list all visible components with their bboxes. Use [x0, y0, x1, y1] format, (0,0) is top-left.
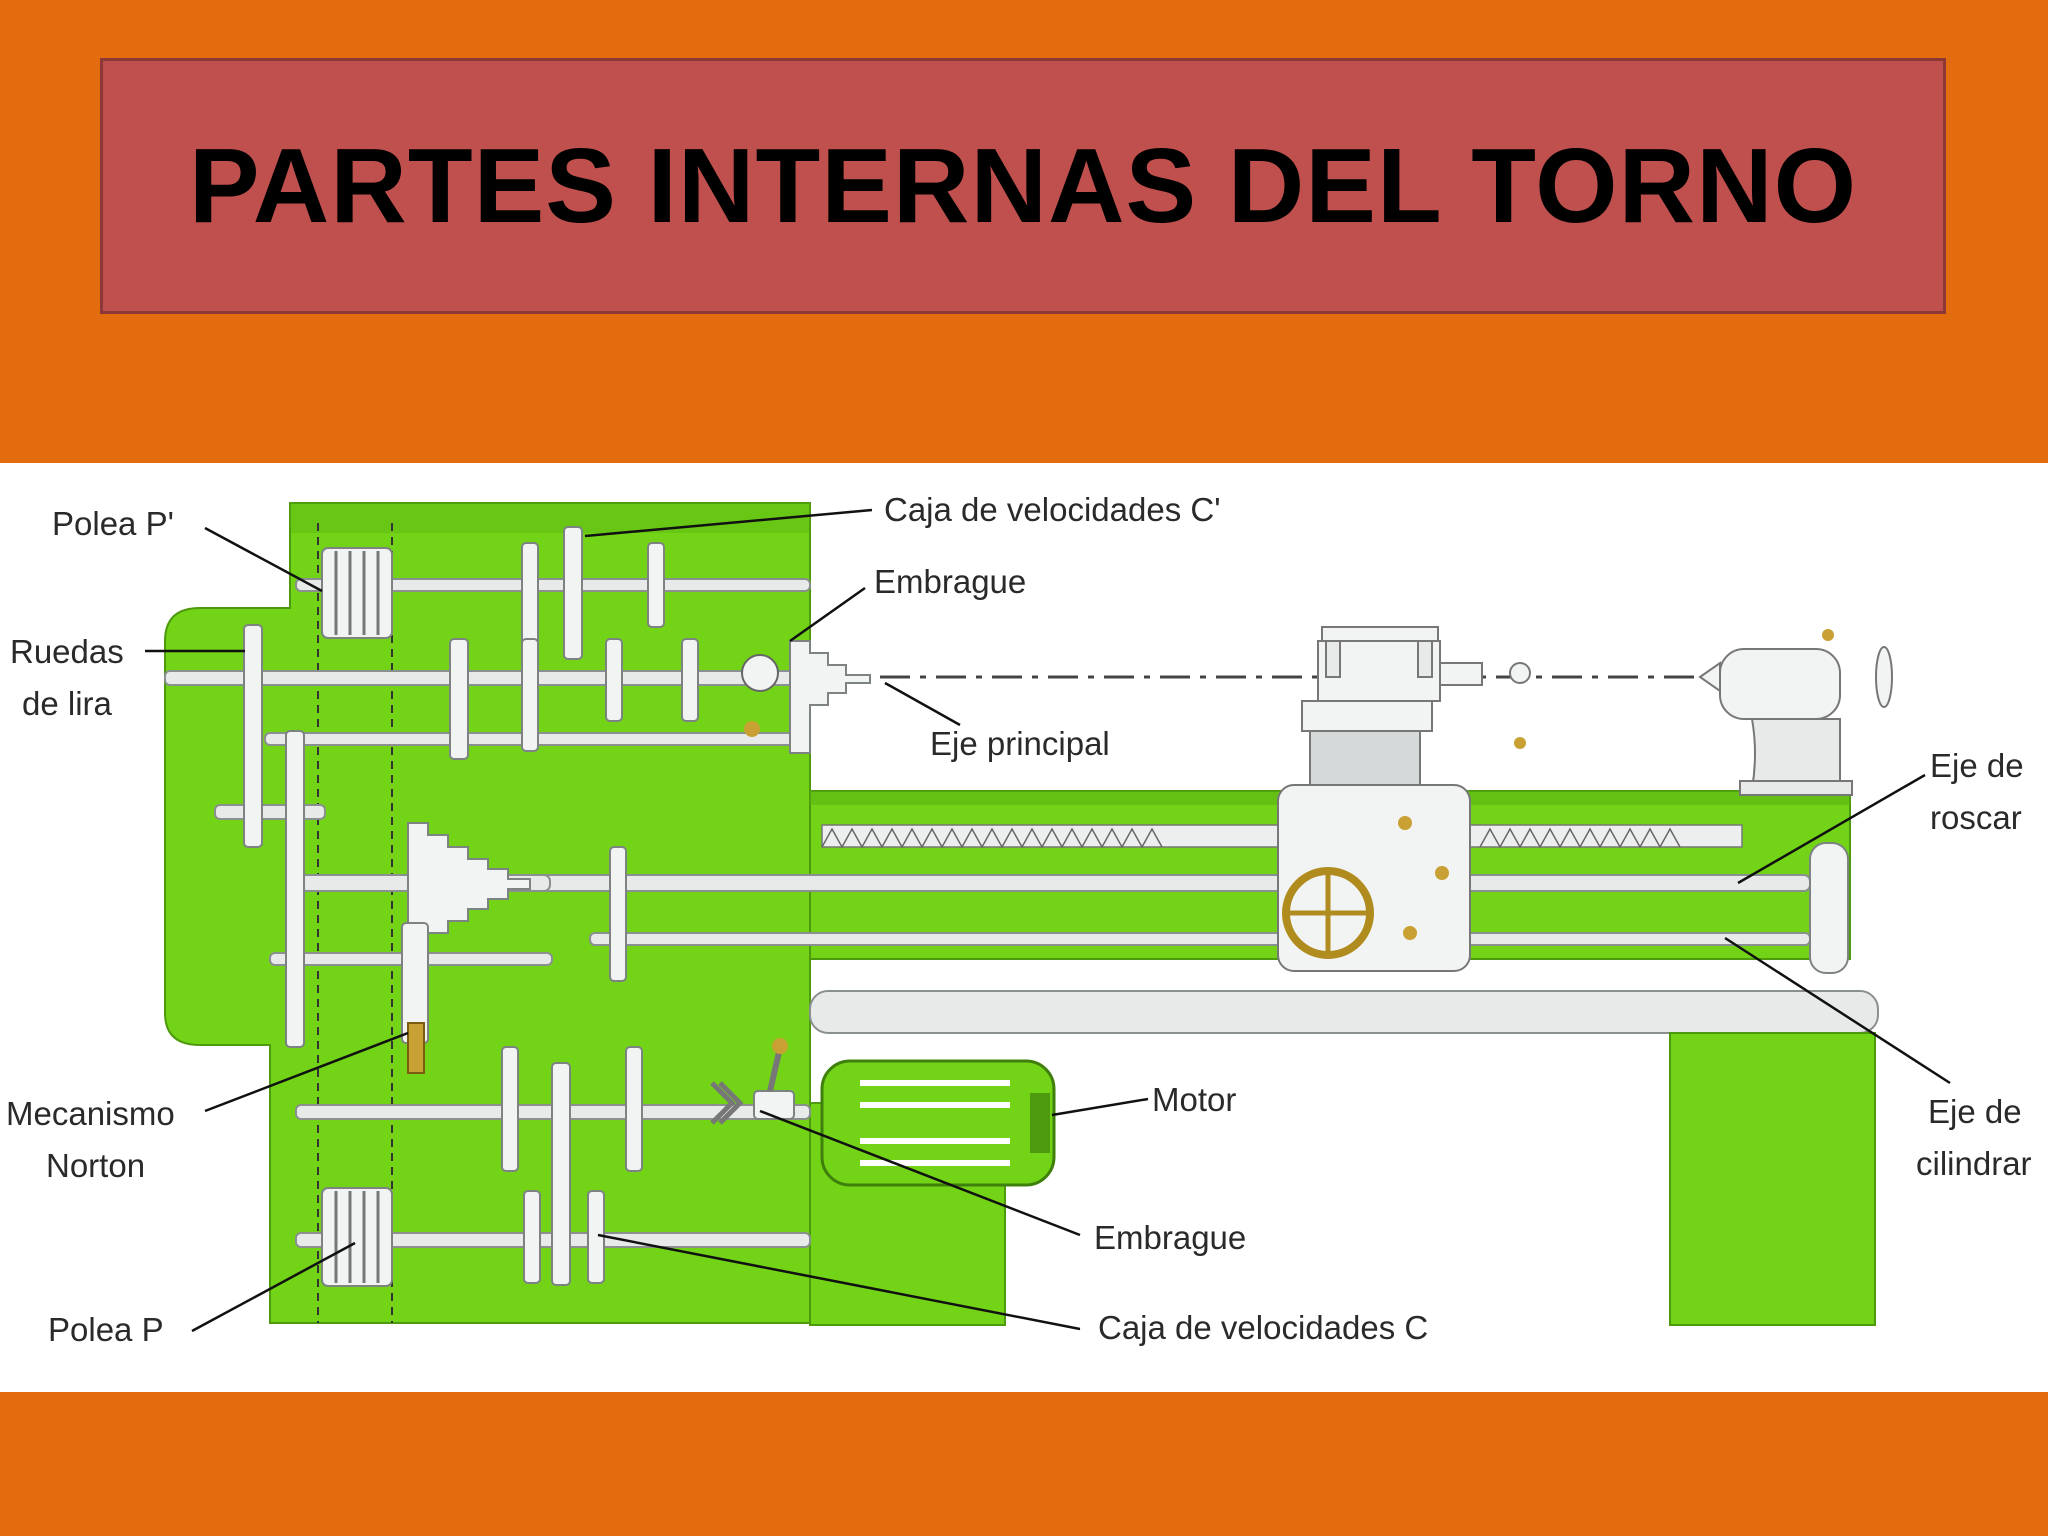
lathe-diagram-panel: Polea P' Ruedas de lira Caja de velocida…	[0, 463, 2048, 1392]
motor-unit	[820, 1059, 1056, 1187]
label-embrague-bottom: Embrague	[1094, 1219, 1246, 1256]
label-caja-velocidades-c-prime: Caja de velocidades C'	[884, 491, 1221, 528]
label-motor: Motor	[1152, 1081, 1236, 1118]
label-eje-principal: Eje principal	[930, 725, 1110, 762]
spindle-chuck	[741, 640, 871, 754]
headstock-gears	[243, 526, 699, 1286]
label-eje-de-roscar-line1: Eje de	[1930, 747, 2024, 784]
label-polea-p-prime: Polea P'	[52, 505, 174, 542]
part-labels: Polea P' Ruedas de lira Caja de velocida…	[6, 491, 2032, 1348]
slide-title: PARTES INTERNAS DEL TORNO	[188, 126, 1858, 245]
label-ruedas-de-lira-line1: Ruedas	[10, 633, 124, 670]
title-banner: PARTES INTERNAS DEL TORNO	[100, 58, 1946, 314]
label-mecanismo-norton-line2: Norton	[46, 1147, 145, 1184]
label-ruedas-de-lira-line2: de lira	[22, 685, 113, 722]
label-mecanismo-norton-line1: Mecanismo	[6, 1095, 175, 1132]
label-polea-p: Polea P	[48, 1311, 164, 1348]
lathe-diagram: Polea P' Ruedas de lira Caja de velocida…	[6, 491, 2032, 1348]
leader-lines	[145, 508, 1951, 1333]
label-embrague-top: Embrague	[874, 563, 1026, 600]
label-eje-de-roscar-line2: roscar	[1930, 799, 2022, 836]
norton-cone	[401, 822, 531, 1074]
lathe-leg	[1669, 1032, 1876, 1326]
pulley-p-prime	[321, 547, 393, 639]
label-eje-de-cilindrar-line2: cilindrar	[1916, 1145, 2032, 1182]
label-caja-velocidades-c: Caja de velocidades C	[1098, 1309, 1428, 1346]
pulley-p	[321, 1187, 393, 1287]
label-eje-de-cilindrar-line1: Eje de	[1928, 1093, 2022, 1130]
carriage	[1277, 626, 1531, 972]
tailstock	[1698, 629, 1893, 796]
